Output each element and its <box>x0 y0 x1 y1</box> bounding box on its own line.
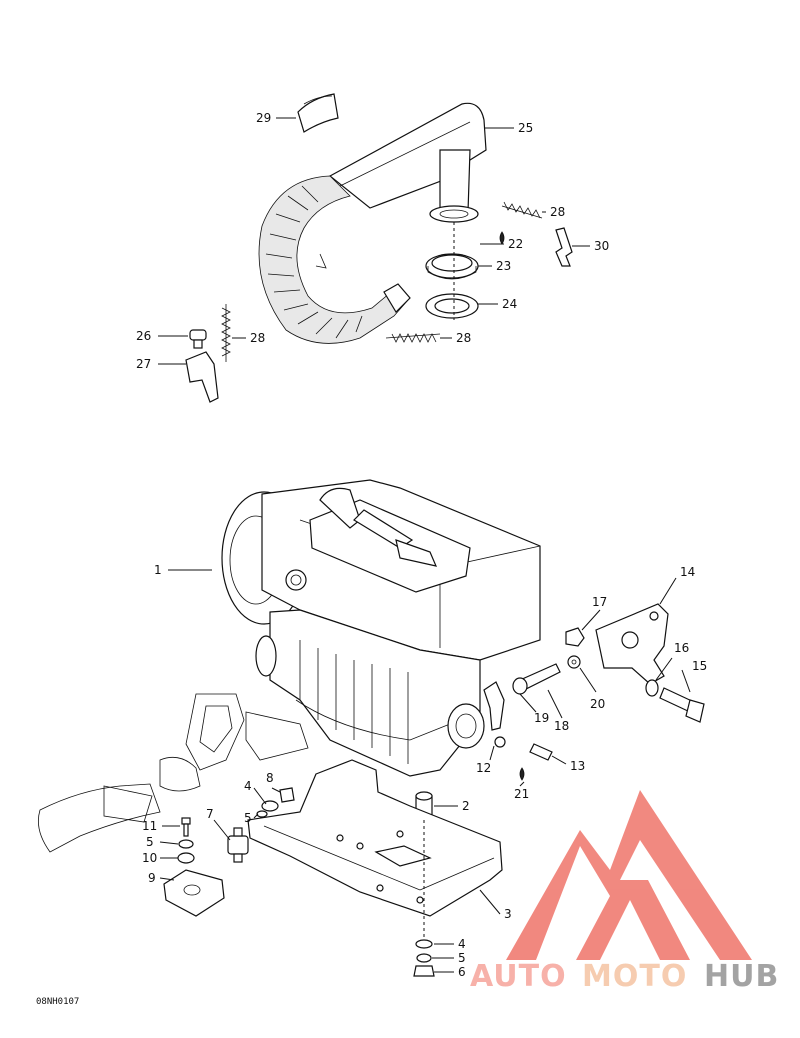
seal-ring-23 <box>425 253 479 280</box>
callout-24: 24 <box>502 297 517 311</box>
washer-10 <box>177 852 195 864</box>
callout-labels: 29 25 28 22 30 23 24 26 28 28 27 1 14 17… <box>136 111 707 979</box>
bolt-15 <box>659 687 705 723</box>
bracket-30 <box>555 227 573 267</box>
water-pump-housing <box>447 703 485 749</box>
exhaust-outlet-tube <box>439 149 471 213</box>
bolt-11 <box>181 817 191 837</box>
callout-29: 29 <box>256 111 271 125</box>
exhaust-clip-29 <box>297 93 339 133</box>
watermark-logo-icon <box>506 790 752 960</box>
callout-8: 8 <box>266 771 274 785</box>
callout-30: 30 <box>594 239 609 253</box>
spring-28-lower <box>385 333 441 343</box>
exhaust-flex-section <box>258 175 409 344</box>
callout-17: 17 <box>592 595 607 609</box>
callout-18: 18 <box>554 719 569 733</box>
callout-5-bottom: 5 <box>458 951 466 965</box>
nut-8 <box>279 787 295 803</box>
callout-22: 22 <box>508 237 523 251</box>
rubber-mount-7 <box>227 827 249 863</box>
bracket-27 <box>185 351 219 403</box>
washer-20 <box>567 655 581 669</box>
spring-28-upper <box>501 201 543 219</box>
intake-manifold <box>37 693 309 853</box>
leader-lines <box>158 117 691 973</box>
callout-11: 11 <box>142 819 157 833</box>
gasket-24 <box>425 293 479 319</box>
callout-10: 10 <box>142 851 157 865</box>
callout-12: 12 <box>476 761 491 775</box>
callout-19: 19 <box>534 711 549 725</box>
callout-14: 14 <box>680 565 695 579</box>
bracket-9 <box>163 869 225 917</box>
nut-6 <box>413 965 435 977</box>
callout-21: 21 <box>514 787 529 801</box>
callout-1: 1 <box>154 563 162 577</box>
automotohub-watermark: AUTO MOTO HUB <box>470 790 779 994</box>
washer-5-bottom <box>416 953 432 963</box>
bolt-13 <box>529 743 553 761</box>
callout-26: 26 <box>136 329 151 343</box>
exhaust-assembly <box>185 93 573 403</box>
callout-28-left: 28 <box>250 331 265 345</box>
bracket-12 <box>483 681 505 731</box>
callout-16: 16 <box>674 641 689 655</box>
grommet-26 <box>189 329 207 349</box>
callout-15: 15 <box>692 659 707 673</box>
callout-2: 2 <box>462 799 470 813</box>
callout-28-lower: 28 <box>456 331 471 345</box>
engine-support-plate-3 <box>247 759 503 917</box>
callout-4-bottom: 4 <box>458 937 466 951</box>
watermark-moto: MOTO <box>582 959 687 994</box>
sealant-drop-22 <box>499 231 505 245</box>
stud-18 <box>512 663 561 695</box>
callout-4-left: 4 <box>244 779 252 793</box>
callout-23: 23 <box>496 259 511 273</box>
callout-9: 9 <box>148 871 156 885</box>
drawing-reference: 08NH0107 <box>36 997 79 1007</box>
watermark-hub: HUB <box>704 959 779 994</box>
sealant-drop-21 <box>519 767 525 781</box>
callout-3: 3 <box>504 907 512 921</box>
nut-17 <box>565 627 585 647</box>
callout-6: 6 <box>458 965 466 979</box>
washer-16 <box>645 679 659 697</box>
callout-13: 13 <box>570 759 585 773</box>
callout-25: 25 <box>518 121 533 135</box>
callout-5-left: 5 <box>244 811 252 825</box>
washer-5-left <box>256 810 268 818</box>
washer-4-bottom <box>415 939 433 949</box>
callout-27: 27 <box>136 357 151 371</box>
callout-28-upper: 28 <box>550 205 565 219</box>
spring-28-left <box>221 304 231 362</box>
engine-assembly <box>37 479 705 977</box>
watermark-auto: AUTO <box>470 959 567 994</box>
engine-crankcase <box>269 609 481 777</box>
washer-5-mid <box>178 839 194 849</box>
callout-20: 20 <box>590 697 605 711</box>
callout-7: 7 <box>206 807 214 821</box>
callout-5-mid: 5 <box>146 835 154 849</box>
